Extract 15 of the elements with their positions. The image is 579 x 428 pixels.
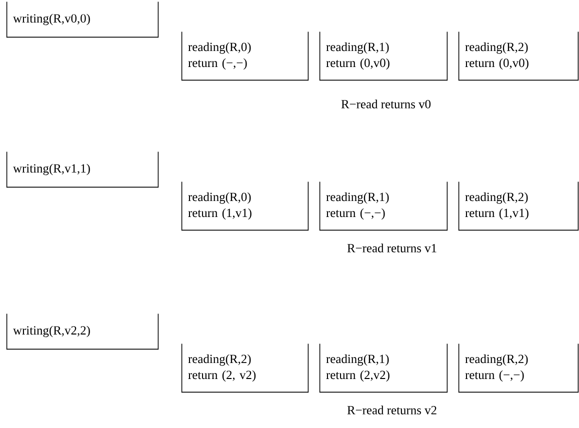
read-operation-box: reading(R,0) return (1,v1)	[181, 181, 309, 231]
caption-text: R−read returns v1	[347, 244, 436, 252]
write-operation-box: writing(R,v0,0)	[6, 1, 159, 38]
write-operation-box: writing(R,v1,1)	[6, 151, 159, 188]
write-operation-box: writing(R,v2,2)	[6, 313, 159, 350]
caption-text: R−read returns v2	[347, 406, 436, 414]
read-operation-box: reading(R,2) return (0,v0)	[458, 31, 579, 81]
read-operation-box: reading(R,2) return (1,v1)	[458, 181, 579, 231]
read-operation-box: reading(R,1) return (2,v2)	[319, 343, 448, 393]
read-operation-box: reading(R,1) return (−,−)	[319, 181, 448, 231]
read-operation-box: reading(R,1) return (0,v0)	[319, 31, 448, 81]
read-operation-box: reading(R,2) return (2, v2)	[181, 343, 309, 393]
caption-text: R−read returns v0	[341, 100, 431, 108]
read-operation-box: reading(R,2) return (−,−)	[458, 343, 579, 393]
read-operation-box: reading(R,0) return (−,−)	[181, 31, 309, 81]
